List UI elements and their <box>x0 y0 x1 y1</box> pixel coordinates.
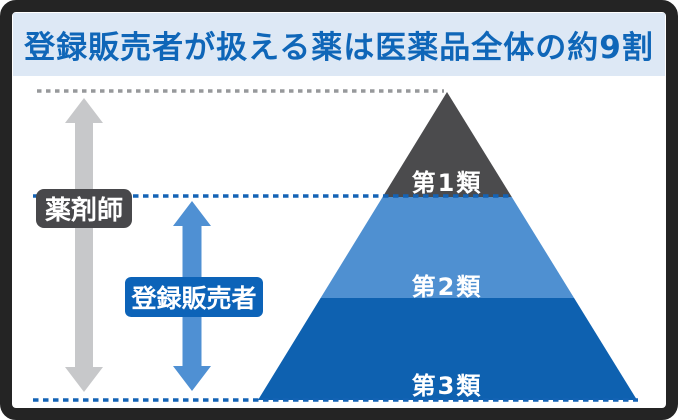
tier3-label: 第3類 <box>411 372 483 400</box>
title-text: 登録販売者が扱える薬は医薬品全体の約9割 <box>24 30 654 66</box>
pyramid-tier2-shape <box>320 197 575 298</box>
pharmacist-range-arrow <box>65 98 103 392</box>
pharmacist-label-text: 薬剤師 <box>44 196 123 226</box>
pyramid-tier1-shape <box>382 92 512 197</box>
title-banner: 登録販売者が扱える薬は医薬品全体の約9割 <box>13 13 665 76</box>
registered-seller-label-text: 登録販売者 <box>131 284 257 313</box>
pyramid-tier3-shape <box>258 298 637 400</box>
tier1-label: 第1類 <box>411 169 483 197</box>
tier2-label: 第2類 <box>411 273 483 301</box>
pharmacist-label: 薬剤師 <box>36 189 132 228</box>
registered-seller-label: 登録販売者 <box>125 277 263 317</box>
